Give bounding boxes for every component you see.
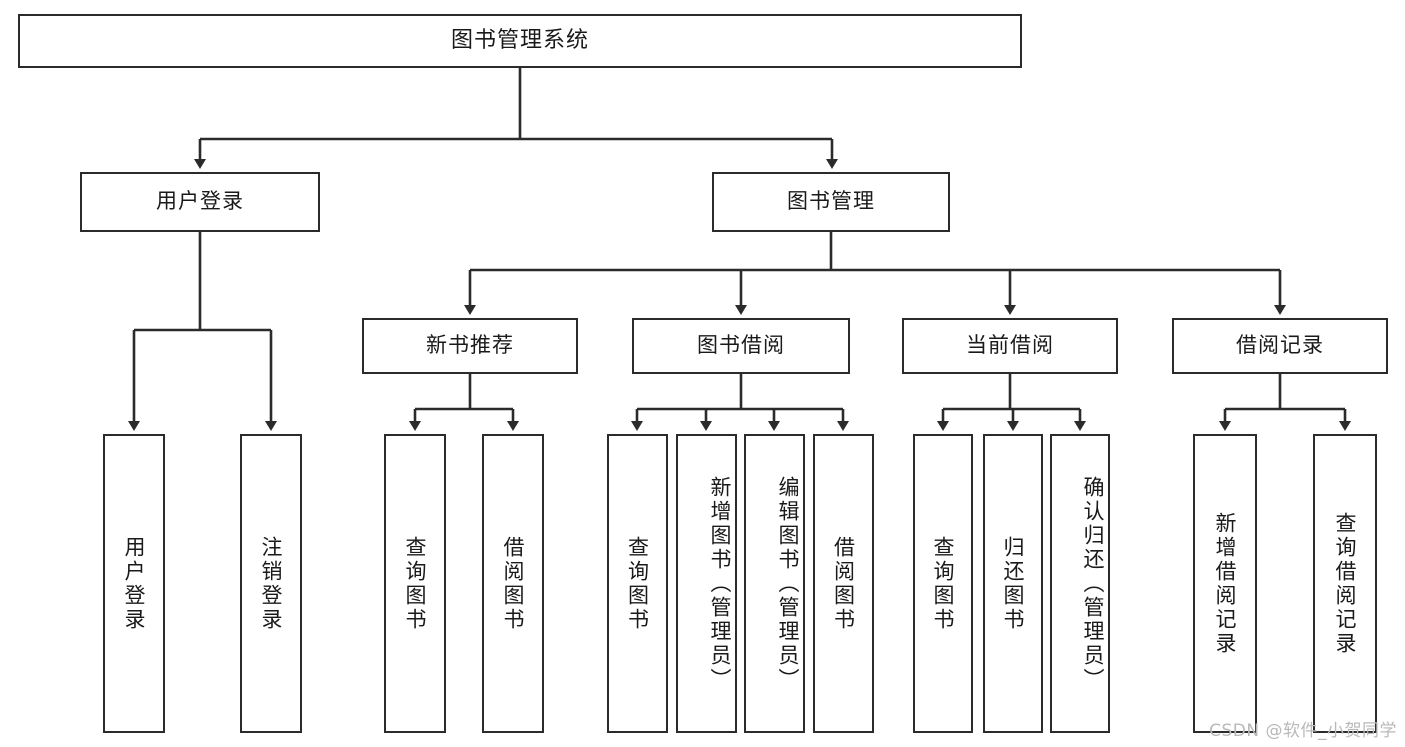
leaf-query-book-borrow[interactable]: 查询图书 xyxy=(607,434,668,733)
node-user-login[interactable]: 用户登录 xyxy=(80,172,320,232)
leaf-logout[interactable]: 注销登录 xyxy=(240,434,302,733)
leaf-confirm-return-admin-label: 确认归还（管理员） xyxy=(1081,475,1105,692)
node-root[interactable]: 图书管理系统 xyxy=(18,14,1022,68)
node-book-management[interactable]: 图书管理 xyxy=(712,172,950,232)
node-borrow-record-label: 借阅记录 xyxy=(1236,333,1324,358)
node-borrow-record[interactable]: 借阅记录 xyxy=(1172,318,1388,374)
leaf-return-book[interactable]: 归还图书 xyxy=(983,434,1043,733)
node-new-book-recommend[interactable]: 新书推荐 xyxy=(362,318,578,374)
leaf-edit-book-admin-label: 编辑图书（管理员） xyxy=(776,475,800,692)
node-new-book-recommend-label: 新书推荐 xyxy=(426,333,514,358)
leaf-query-book-recommend-label: 查询图书 xyxy=(403,535,427,632)
node-user-login-label: 用户登录 xyxy=(156,189,244,214)
leaf-query-book-borrow-label: 查询图书 xyxy=(625,535,650,632)
leaf-logout-label: 注销登录 xyxy=(259,535,283,632)
leaf-add-borrow-record-label: 新增借阅记录 xyxy=(1213,511,1237,656)
leaf-query-borrow-record[interactable]: 查询借阅记录 xyxy=(1313,434,1377,733)
leaf-borrow-book-recommend[interactable]: 借阅图书 xyxy=(482,434,544,733)
node-current-borrow[interactable]: 当前借阅 xyxy=(902,318,1118,374)
leaf-edit-book-admin[interactable]: 编辑图书（管理员） xyxy=(744,434,805,733)
node-book-management-label: 图书管理 xyxy=(787,189,875,214)
leaf-query-book-current[interactable]: 查询图书 xyxy=(913,434,973,733)
leaf-add-book-admin-label: 新增图书（管理员） xyxy=(708,475,732,692)
leaf-borrow-book-recommend-label: 借阅图书 xyxy=(501,535,525,632)
leaf-query-book-recommend[interactable]: 查询图书 xyxy=(384,434,446,733)
leaf-confirm-return-admin[interactable]: 确认归还（管理员） xyxy=(1050,434,1110,733)
node-book-borrow[interactable]: 图书借阅 xyxy=(632,318,850,374)
leaf-borrow-book-label: 借阅图书 xyxy=(831,535,856,632)
leaf-return-book-label: 归还图书 xyxy=(1001,535,1025,632)
leaf-query-borrow-record-label: 查询借阅记录 xyxy=(1333,511,1357,656)
leaf-add-book-admin[interactable]: 新增图书（管理员） xyxy=(676,434,737,733)
csdn-watermark: CSDN @软件_小贺同学 xyxy=(1209,721,1397,741)
leaf-add-borrow-record[interactable]: 新增借阅记录 xyxy=(1193,434,1257,733)
leaf-borrow-book[interactable]: 借阅图书 xyxy=(813,434,874,733)
leaf-query-book-current-label: 查询图书 xyxy=(931,535,955,632)
leaf-user-login[interactable]: 用户登录 xyxy=(103,434,165,733)
node-root-label: 图书管理系统 xyxy=(450,27,589,53)
leaf-user-login-label: 用户登录 xyxy=(122,535,146,632)
node-book-borrow-label: 图书借阅 xyxy=(697,333,785,358)
node-current-borrow-label: 当前借阅 xyxy=(966,333,1054,358)
